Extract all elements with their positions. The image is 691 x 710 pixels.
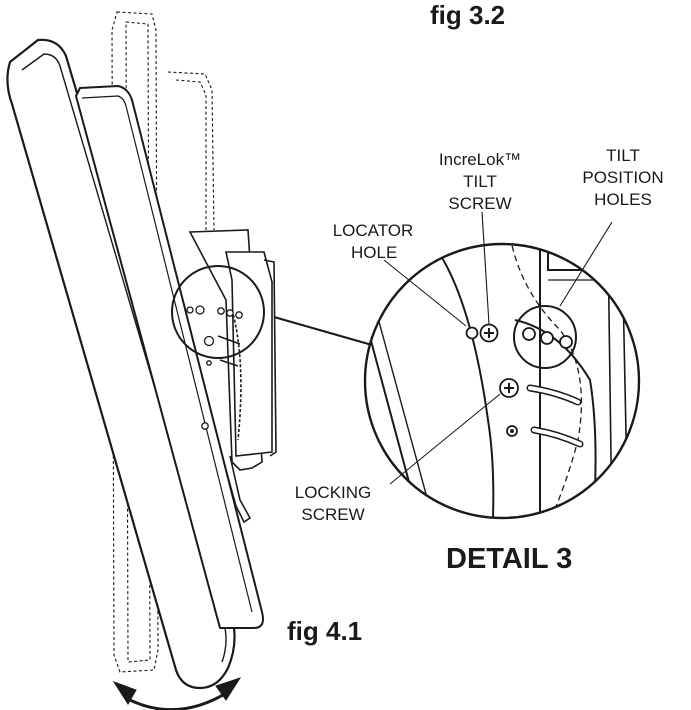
tilt-hole-3 — [559, 335, 573, 349]
detail-3-view — [363, 242, 641, 520]
svg-text:IncreLok™: IncreLok™ — [439, 150, 521, 169]
tilt-position-holes-label: TILT POSITION HOLES — [582, 146, 663, 209]
tilted-display — [6, 38, 264, 690]
locator-hole-label: LOCATOR HOLE — [333, 221, 414, 262]
detail-connector-line — [273, 316, 373, 346]
svg-text:SCREW: SCREW — [448, 194, 511, 213]
svg-text:LOCATOR: LOCATOR — [333, 221, 414, 240]
detail-callout-circle — [171, 265, 265, 359]
tilt-hole-2 — [540, 331, 554, 345]
main-figure-holes — [186, 305, 243, 430]
tilt-arrow-icon — [112, 677, 242, 710]
tilt-hole-1 — [522, 327, 536, 341]
locking-screw-label: LOCKING SCREW — [295, 483, 372, 524]
svg-text:HOLE: HOLE — [351, 243, 397, 262]
locator-hole — [465, 326, 479, 340]
svg-text:TILT: TILT — [606, 146, 640, 165]
detail-3-caption: DETAIL 3 — [446, 543, 572, 575]
svg-text:TILT: TILT — [463, 172, 497, 191]
leader-lines — [383, 211, 613, 485]
svg-text:HOLES: HOLES — [594, 190, 652, 209]
svg-text:SCREW: SCREW — [301, 505, 364, 524]
fig-3-2-caption: fig 3.2 — [430, 0, 505, 30]
svg-text:LOCKING: LOCKING — [295, 483, 372, 502]
fig-4-1-caption: fig 4.1 — [287, 616, 362, 646]
increlok-label: IncreLok™ TILT SCREW — [439, 150, 521, 213]
svg-text:POSITION: POSITION — [582, 168, 663, 187]
mount-bracket — [188, 229, 277, 524]
